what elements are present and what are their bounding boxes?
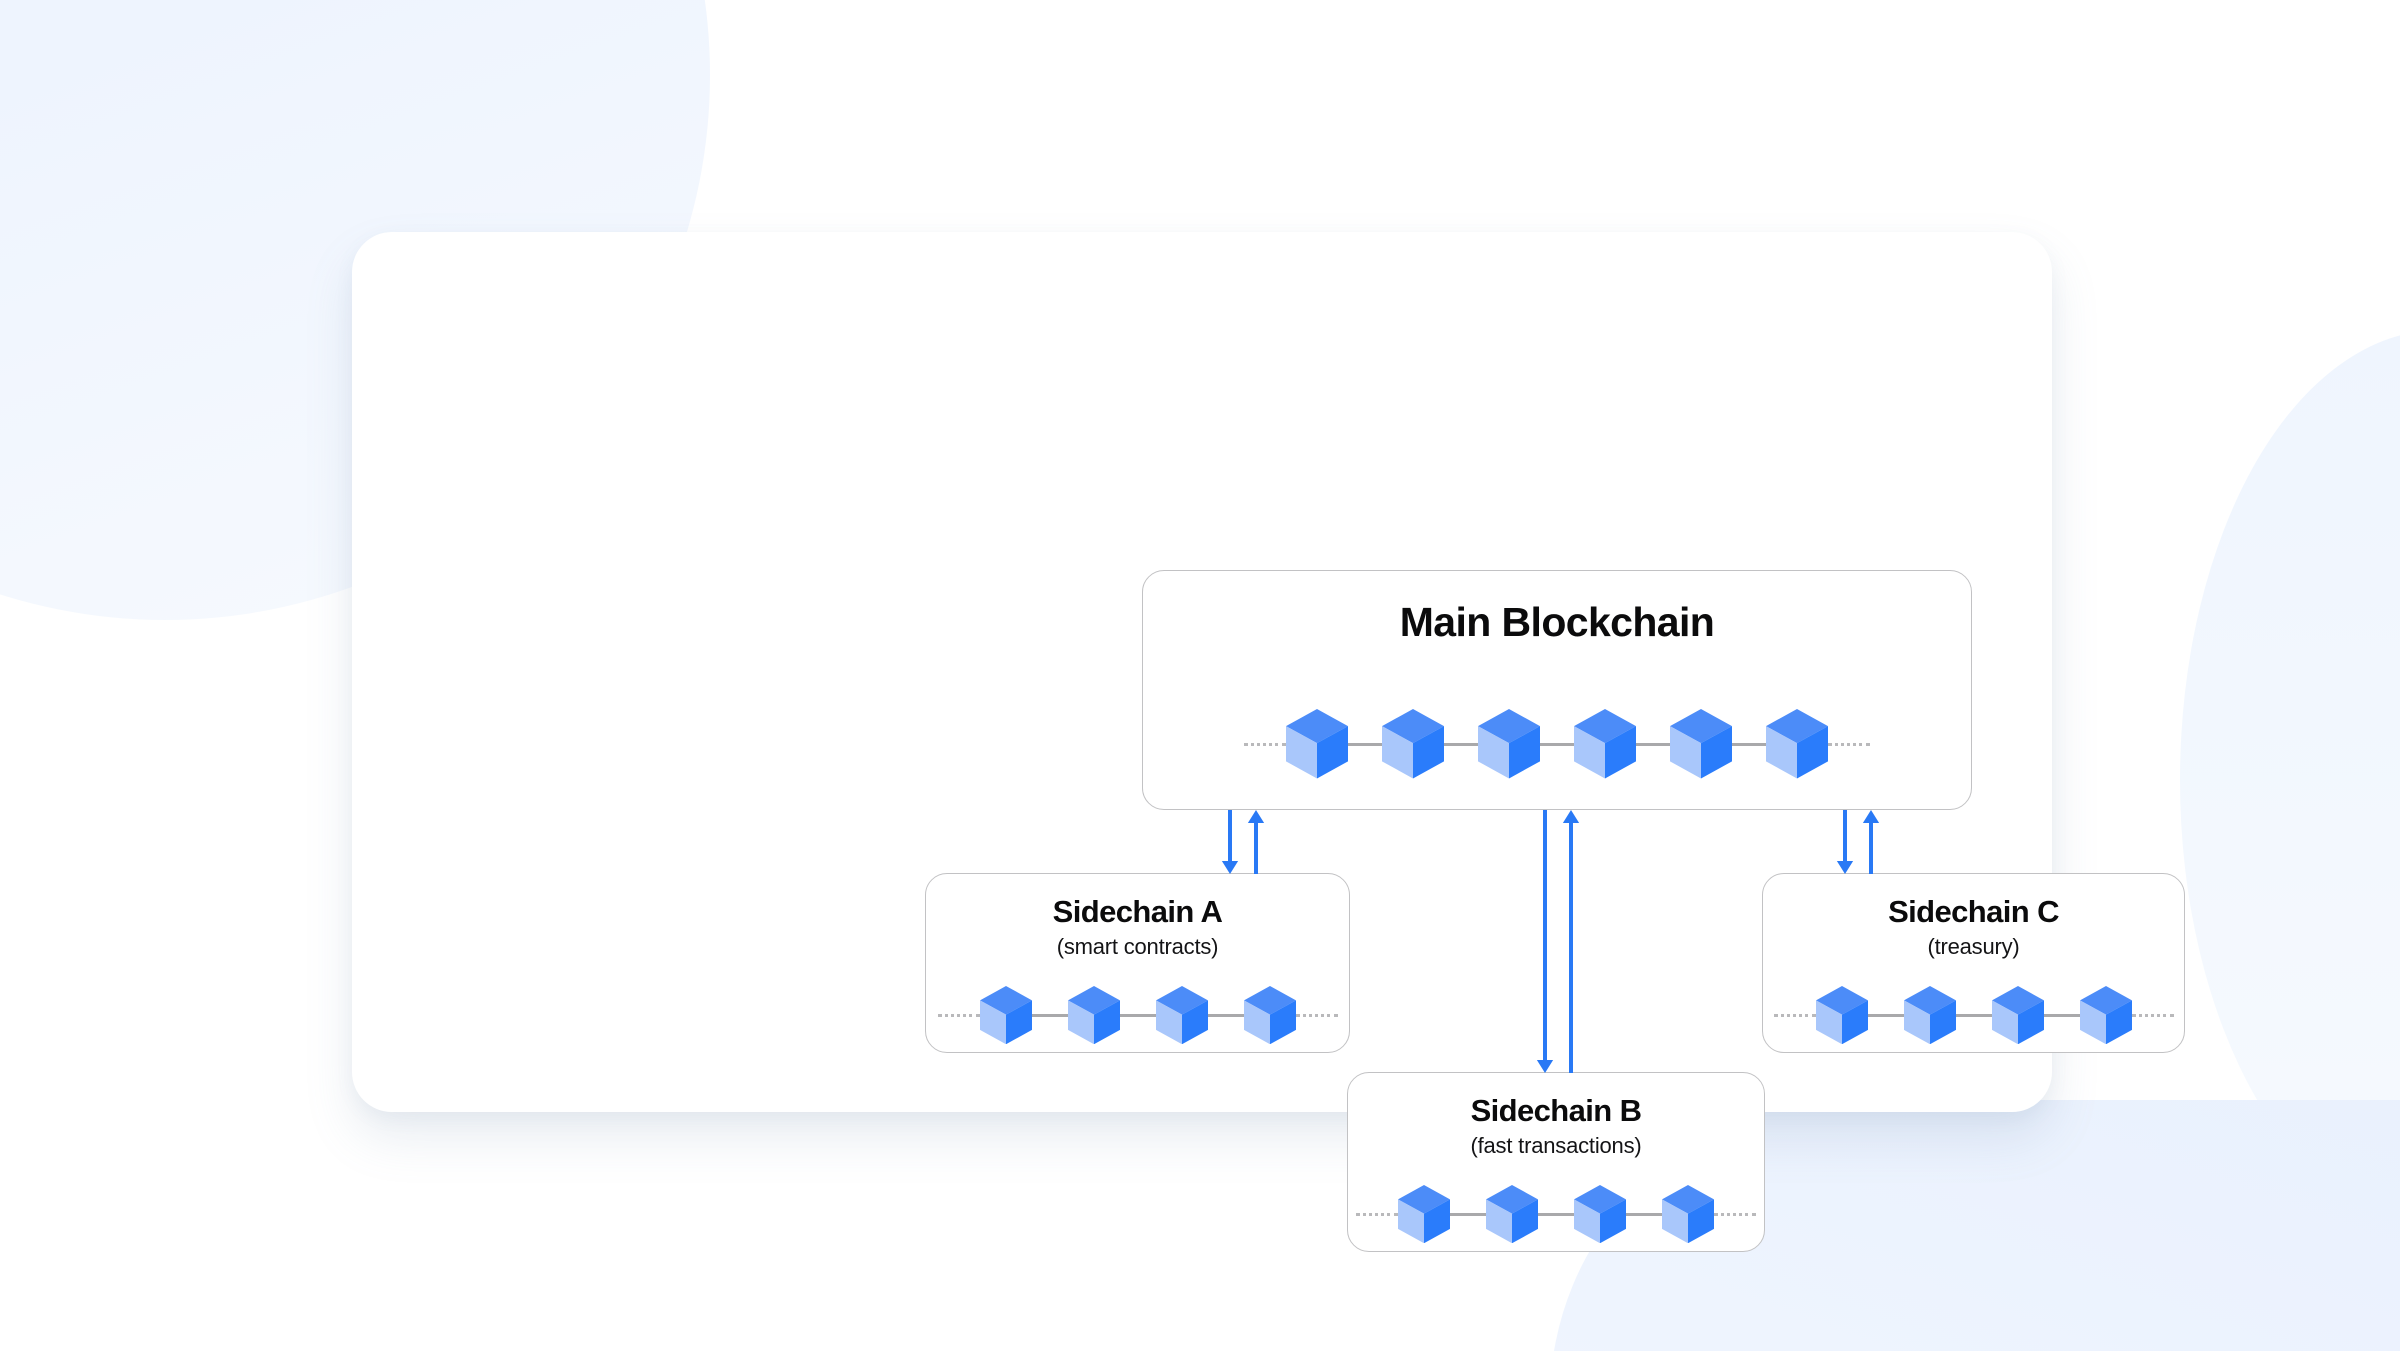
chain-rail-dots-left bbox=[1773, 1013, 1816, 1017]
sidechain-b-block-2[interactable] bbox=[1486, 1184, 1538, 1244]
sidechain-c-block-1[interactable] bbox=[1815, 985, 1868, 1045]
chain-link-1 bbox=[1867, 1013, 1904, 1017]
main-block-3[interactable] bbox=[1478, 709, 1540, 779]
sidechain-a-title: Sidechain A bbox=[1052, 894, 1223, 929]
sidechain-c-block-4[interactable] bbox=[2079, 985, 2132, 1045]
sidechain-a-block-4[interactable] bbox=[1243, 985, 1296, 1045]
main-block-2[interactable] bbox=[1382, 709, 1444, 779]
sidechain-c-block-2[interactable] bbox=[1903, 985, 1956, 1045]
chain-rail-dots-left bbox=[1356, 1212, 1398, 1216]
sidechain-b-block-1[interactable] bbox=[1398, 1184, 1450, 1244]
chain-link-3 bbox=[2043, 1013, 2080, 1017]
diagram-card: Main Blockchain bbox=[352, 232, 2185, 1252]
connector-main-to-sidechain-c bbox=[1827, 810, 1897, 874]
chain-rail-dots-right bbox=[1295, 1013, 1338, 1017]
sidechain-c-block-3[interactable] bbox=[1991, 985, 2044, 1045]
chain-link-4 bbox=[1636, 742, 1670, 746]
sidechain-b-chain bbox=[1348, 1173, 1764, 1255]
sidechain-a-block-3[interactable] bbox=[1155, 985, 1208, 1045]
sidechain-c-panel[interactable]: Sidechain C (treasury) bbox=[1762, 873, 2185, 1053]
chain-rail-dots-left bbox=[1244, 742, 1286, 746]
sidechain-b-panel[interactable]: Sidechain B (fast transactions) bbox=[1347, 1072, 1765, 1252]
chain-rail-dots-right bbox=[2131, 1013, 2174, 1017]
chain-link-5 bbox=[1732, 742, 1766, 746]
sidechain-c-chain bbox=[1763, 974, 2184, 1056]
main-block-4[interactable] bbox=[1574, 709, 1636, 779]
chain-link-1 bbox=[1031, 1013, 1068, 1017]
sidechain-a-chain bbox=[926, 974, 1349, 1056]
main-block-1[interactable] bbox=[1286, 709, 1348, 779]
sidechain-b-block-3[interactable] bbox=[1574, 1184, 1626, 1244]
chain-rail-dots-right bbox=[1714, 1212, 1756, 1216]
chain-link-2 bbox=[1119, 1013, 1156, 1017]
chain-link-1 bbox=[1450, 1212, 1486, 1216]
sidechain-a-panel[interactable]: Sidechain A (smart contracts) bbox=[925, 873, 1350, 1053]
main-blockchain-panel[interactable]: Main Blockchain bbox=[1142, 570, 1972, 810]
sidechain-a-subtitle: (smart contracts) bbox=[1056, 934, 1219, 959]
connector-main-to-sidechain-b bbox=[1527, 810, 1597, 1073]
sidechain-b-subtitle: (fast transactions) bbox=[1470, 1133, 1642, 1158]
main-block-6[interactable] bbox=[1766, 709, 1828, 779]
sidechain-a-block-2[interactable] bbox=[1067, 985, 1120, 1045]
main-blockchain-title: Main Blockchain bbox=[1399, 599, 1715, 645]
chain-link-3 bbox=[1626, 1212, 1662, 1216]
sidechain-c-title: Sidechain C bbox=[1888, 894, 2059, 929]
background-blob-right-edge bbox=[2180, 330, 2400, 1230]
main-blockchain-chain bbox=[1143, 689, 1971, 799]
chain-rail-dots-left bbox=[937, 1013, 980, 1017]
chain-link-3 bbox=[1540, 742, 1574, 746]
chain-link-1 bbox=[1348, 742, 1382, 746]
sidechain-b-block-4[interactable] bbox=[1662, 1184, 1714, 1244]
connector-main-to-sidechain-a bbox=[1212, 810, 1282, 874]
chain-link-2 bbox=[1538, 1212, 1574, 1216]
chain-rail-dots-right bbox=[1828, 742, 1870, 746]
chain-link-2 bbox=[1955, 1013, 1992, 1017]
sidechain-c-subtitle: (treasury) bbox=[1927, 934, 2020, 959]
main-block-5[interactable] bbox=[1670, 709, 1732, 779]
sidechain-b-title: Sidechain B bbox=[1470, 1093, 1642, 1128]
chain-link-3 bbox=[1207, 1013, 1244, 1017]
chain-link-2 bbox=[1444, 742, 1478, 746]
sidechain-a-block-1[interactable] bbox=[979, 985, 1032, 1045]
